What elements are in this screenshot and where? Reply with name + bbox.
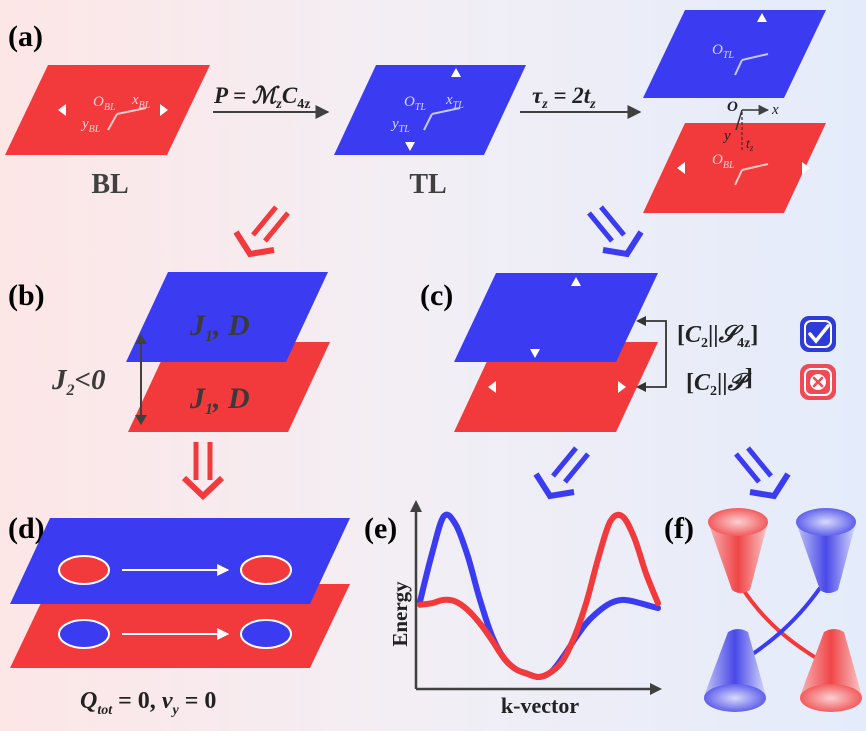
cone-bottom-right-red [800,629,862,702]
origin-y-label: y [722,128,731,144]
bl-plate [5,65,210,155]
c-top-triangle-down [530,349,540,358]
c-bottom-triangle-right [618,381,626,393]
op-tau-label: τz = 2tz [532,83,596,112]
x-axis-label: k-vector [501,693,579,718]
d-bottom-skyrmion-right [240,619,292,649]
j2-double-arrow [135,334,147,425]
stack-o-bl-label: OBL [712,152,735,171]
c-top-triangle-up [571,277,581,286]
cone-top-left-red [708,517,768,593]
origin-x-label: x [771,102,779,118]
stack-top-triangle [757,13,767,22]
bl-axes [107,107,147,131]
energy-series-0 [417,511,661,681]
cross-icon [800,364,836,400]
energy-series-1 [417,511,661,681]
cone-bottom-right-cap [800,684,862,712]
o-bl-label: OBL [93,94,116,113]
c-bracket-head-bottom [636,382,646,392]
down-arrow-blue-1 [587,205,644,258]
cone-bottom-left-cap [704,684,766,712]
panel-label-e: (e) [364,512,397,545]
tl-label: TL [409,169,446,200]
y-axis-arrowhead [410,500,422,512]
tz-label: tz [746,137,754,153]
stack-top-plate [643,10,826,98]
origin-o-label: O [727,99,738,115]
d-caption: Qtot = 0, vy = 0 [80,688,216,718]
op-p-label: P = ℳzC4z [213,83,310,112]
c-top-plate [454,273,658,362]
d-top-skyrmion-right [240,555,292,585]
c-bracket-arrow [640,320,667,388]
band-crossing-cones [704,508,862,712]
y-axis-label: Energy [388,581,412,647]
d-bottom-skyrmion-left [58,619,110,649]
d-top-skyrmion-left [58,555,110,585]
tl-axes [423,107,461,131]
tl-triangle-bottom [405,142,415,151]
b-top-j1d-label: J1, D [189,309,250,345]
x-tl-label: xTL [445,92,464,111]
o-tl-label: OTL [404,94,426,113]
j2-label: J2<0 [51,364,106,399]
c-bracket-head-top [636,316,646,326]
cone-bottom-left-blue [704,629,766,702]
down-arrow-blue-2 [533,446,590,500]
x-axis-arrowhead [650,683,662,695]
bl-triangle-left [58,104,66,116]
down-arrow-blue-3 [734,446,791,500]
cone-top-right-blue [796,517,856,593]
x-bl-label: xBL [131,92,151,111]
sym1-label: [C2||𝒮4z] [677,322,758,351]
tl-plate [334,65,526,155]
b-bottom-j1d-label: J1, D [189,382,250,418]
b-bottom-plate [128,342,330,432]
down-arrow-red-1 [233,205,290,258]
stack-o-tl-label: OTL [712,42,734,61]
panel-label-f: (f) [664,512,694,545]
panel-label-a: (a) [8,20,43,53]
panel-label-d: (d) [8,512,45,545]
energy-chart [410,500,662,695]
b-top-plate [126,272,328,362]
y-bl-label: yBL [80,116,101,135]
stack-bottom-plate [643,123,826,213]
tl-triangle-top [451,68,461,77]
stack-bottom-axes [734,163,769,186]
bl-label: BL [91,169,128,200]
d-top-plate [10,518,350,604]
y-tl-label: yTL [390,116,410,135]
stack-bottom-triangle-left [677,162,685,174]
sym2-label: [C2||𝒫] [686,365,753,399]
panel-label-b: (b) [8,279,45,312]
down-arrow-red-2 [181,442,225,501]
bl-triangle-right [160,104,168,116]
c-bottom-triangle-left [488,381,496,393]
cone-top-right-cap [796,508,856,536]
origin-frame [735,104,770,152]
panel-label-c: (c) [420,279,453,312]
stack-top-axes [734,53,769,76]
check-icon [800,316,836,352]
c-bottom-plate [454,342,658,432]
cone-top-left-cap [708,508,768,536]
stack-bottom-triangle-right [802,162,810,174]
